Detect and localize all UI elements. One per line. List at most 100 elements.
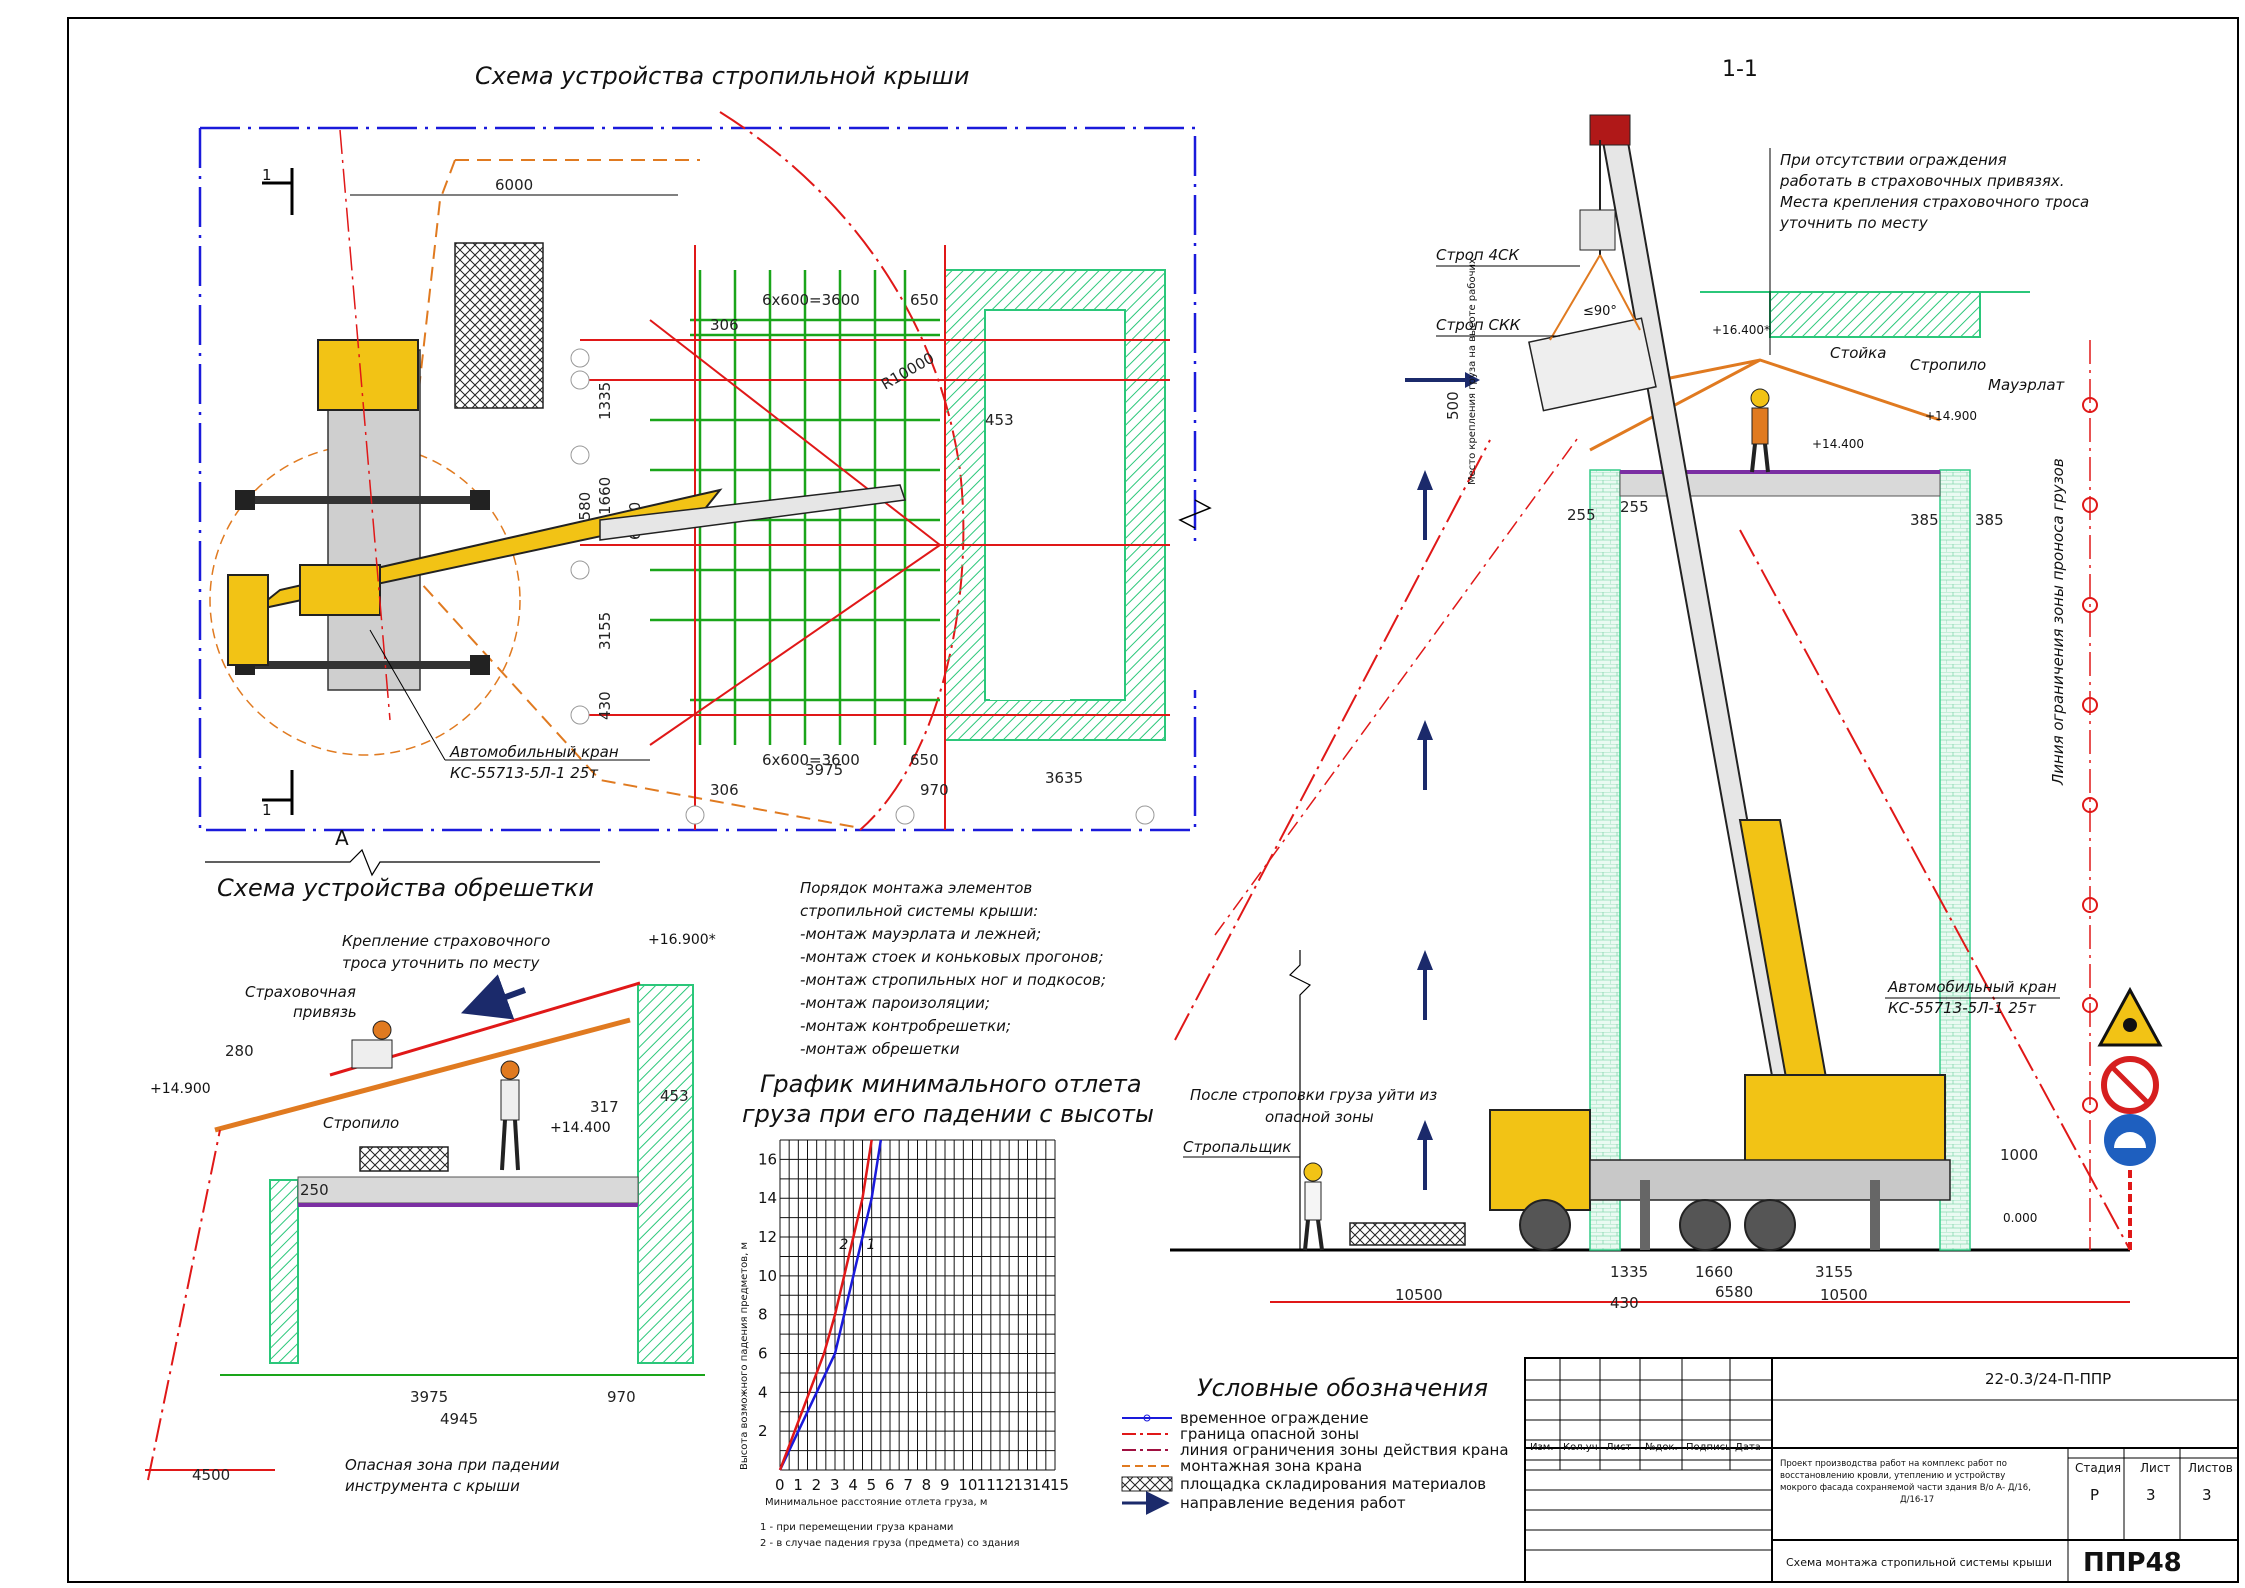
lathing-wall-left [269, 1179, 299, 1364]
stamp-sheets-header: Листов [2188, 1461, 2233, 1475]
section-danger-left [1174, 439, 1491, 1041]
order-line-5: -монтаж стропильных ног и подкосов; [800, 971, 1106, 989]
crane-plan-view [209, 129, 906, 756]
roof-canopy [1769, 291, 1981, 338]
legend-label-direction: направление ведения работ [1180, 1494, 1406, 1512]
crane-side-view [1489, 114, 1951, 1251]
stamp-sheet-header: Лист [2140, 1461, 2170, 1475]
svg-text:1660: 1660 [596, 477, 614, 515]
lathing-arrow [460, 974, 527, 1020]
fence-markers [2082, 397, 2098, 1113]
lathing-mark-14400: +14.400 [550, 1120, 611, 1136]
stamp-sheets: 3 [2202, 1486, 2212, 1504]
stamp-headers: Изм. Кол.уч Лист №док. Подпись Дата [1530, 1442, 1761, 1453]
plan-crane-label-1: Автомобильный кран [449, 743, 619, 761]
y-tick-label: 6 [758, 1345, 768, 1363]
lathing-mark-14900: +14.900 [150, 1081, 211, 1097]
chart-note-1: 1 - при перемещении груза кранами [760, 1522, 953, 1533]
x-tick-label: 0 [775, 1476, 785, 1494]
mark-14900: +14.900 [1925, 409, 1977, 423]
roof-plan-title: Схема устройства стропильной крыши [475, 62, 969, 90]
helmet-sign [2104, 1114, 2156, 1166]
section-dim-6580: 6580 [1715, 1283, 1753, 1301]
svg-text:Лист: Лист [1606, 1442, 1632, 1453]
roof-plan: Схема устройства стропильной крыши [198, 62, 1212, 850]
x-tick-label: 5 [867, 1476, 877, 1494]
y-tick-label: 14 [758, 1189, 777, 1207]
section-dim-500: 500 [1444, 391, 1462, 420]
section-dim-385-a: 385 [1910, 511, 1939, 529]
stamp-sheet-title: Схема монтажа стропильной системы крыши [1786, 1556, 2052, 1569]
after-note-2: опасной зоны [1265, 1108, 1374, 1126]
svg-text:Кол.уч: Кол.уч [1563, 1442, 1598, 1453]
chart-xlabel: Минимальное расстояние отлета груза, м [765, 1497, 987, 1508]
section-mark-top [262, 168, 294, 215]
lathing-bottom-4945: 4945 [440, 1410, 478, 1428]
crane-label-leader [369, 629, 446, 761]
legend-item-mounting: монтажная зона крана [1122, 1457, 1362, 1475]
plan-top-dim-2: 6x600=3600 [762, 291, 860, 309]
lathing-bottom-970: 970 [607, 1388, 636, 1406]
plan-side-dims: 1335 6580 1660 3155 430 6580 [576, 382, 644, 720]
safety-note-4: уточнить по месту [1779, 214, 1929, 232]
section-1-1: 1-1 Линия ограничения зоны проноса грузо… [1170, 57, 2163, 1312]
stamp-project-4: Д/16-17 [1900, 1495, 1934, 1505]
x-tick-label: 10 [958, 1476, 977, 1494]
svg-text:Дата: Дата [1735, 1442, 1761, 1453]
section-zone-limit [1214, 434, 1581, 936]
section-mark-bottom-label: 1 [262, 801, 272, 819]
dim-10500-left: 10500 [1395, 1286, 1443, 1304]
stamp-project-2: восстановлению кровли, утеплению и устро… [1780, 1471, 2005, 1481]
chart-series [778, 1139, 883, 1471]
title-block [1524, 1357, 2239, 1583]
plan-axis-a: А [335, 826, 349, 850]
plan-radius: R10000 [878, 349, 937, 394]
chart-series-labels: 12 [839, 1237, 875, 1253]
x-tick-label: 3 [830, 1476, 840, 1494]
section-mark-top-label: 1 [262, 166, 272, 184]
warning-sign [2097, 986, 2163, 1047]
lathing-bottom-3975: 3975 [410, 1388, 448, 1406]
legend-label-danger: граница опасной зоны [1180, 1425, 1359, 1443]
sling-angle: ≤90° [1583, 304, 1617, 319]
sling-right [1599, 254, 1641, 331]
series-label-2: 2 [839, 1237, 848, 1253]
plan-axes [570, 348, 1155, 825]
legend-label-mounting: монтажная зона крана [1180, 1457, 1362, 1475]
plan-bottom-dim-4: 3975 [805, 761, 843, 779]
x-tick-label: 1 [793, 1476, 803, 1494]
mark-0000: 0.000 [2003, 1211, 2037, 1225]
harness-note-1: Страховочная [245, 983, 356, 1001]
stamp-project-3: мокрого фасада сохраняемой части здания … [1780, 1483, 2031, 1493]
cargo-note: Место крепления груза на высоте рабочих [1467, 258, 1478, 485]
section-break [1288, 950, 1312, 1250]
anchor-note-1: Крепление страховочного [342, 932, 550, 950]
order-line-1: Порядок монтажа элементов [800, 879, 1032, 897]
y-tick-label: 8 [758, 1306, 768, 1324]
section-danger-right [1739, 529, 2131, 1251]
lathing-bottom-4500: 4500 [192, 1466, 230, 1484]
section-dim-385-b: 385 [1975, 511, 2004, 529]
fall-distance-chart: График минимального отлета груза при его… [739, 1070, 1154, 1549]
section-crane-label-1: Автомобильный кран [1887, 978, 2057, 996]
stamp-stage-header: Стадия [2075, 1461, 2121, 1475]
x-tick-label: 11 [977, 1476, 996, 1494]
dim-10500-right: 10500 [1820, 1286, 1868, 1304]
legend-label-limit: линия ограничения зоны действия крана [1180, 1441, 1509, 1459]
sheet-frame [67, 17, 2239, 1583]
hip-rafters [580, 245, 1170, 830]
no-entry-sign [2101, 1056, 2159, 1114]
series-line-1 [778, 1139, 883, 1471]
legend-label-fence: временное ограждение [1180, 1409, 1369, 1427]
left-wall [1589, 469, 1621, 1251]
section-dim-3155: 3155 [1815, 1263, 1853, 1281]
chart-note-2: 2 - в случае падения груза (предмета) со… [760, 1538, 1019, 1549]
danger-zone-arc [719, 111, 965, 831]
lathing-mark-16900: +16.900* [648, 932, 716, 948]
roof-worker-figure [1750, 388, 1770, 473]
plan-crane-label-2: КС-55713-5Л-1 25т [450, 764, 599, 782]
danger-note-2: инструмента с крыши [345, 1477, 520, 1495]
plan-break-mark [1178, 499, 1212, 529]
section-dim-430: 430 [1610, 1294, 1639, 1312]
